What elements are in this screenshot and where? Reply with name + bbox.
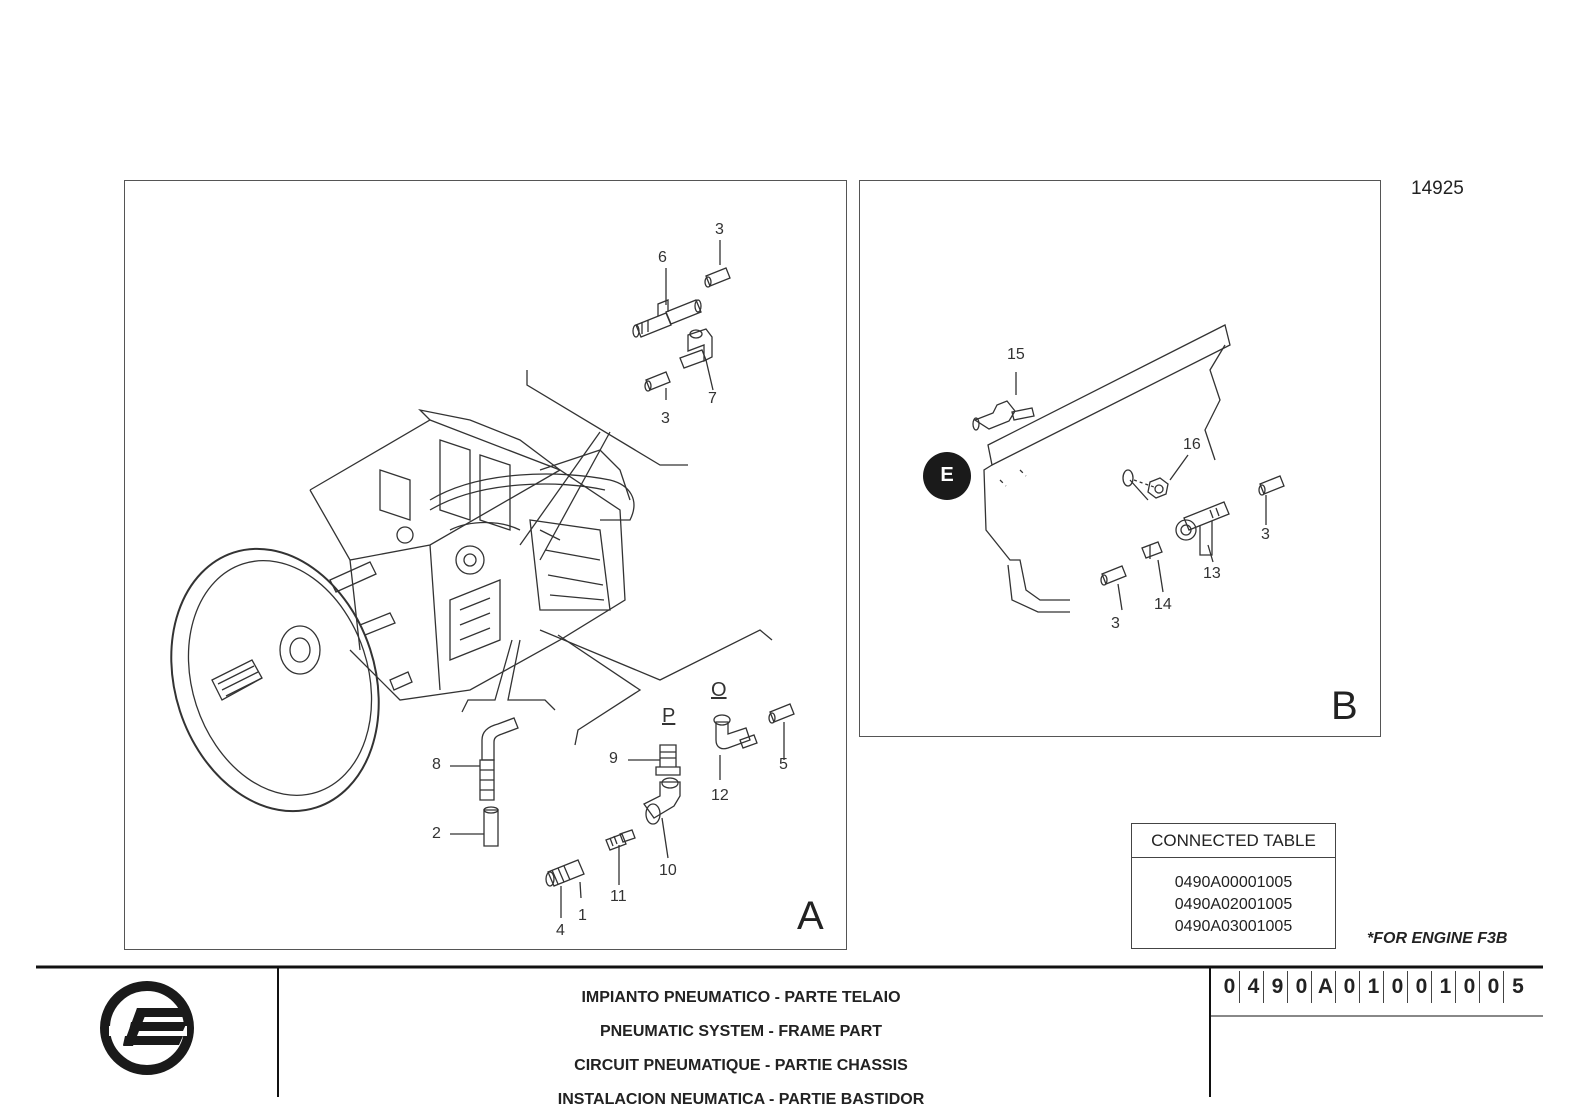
fitting-13-tee [1175,501,1230,556]
code-char: 0 [1292,971,1312,1003]
callout-6: 6 [658,249,667,266]
callout-3: 3 [1261,526,1270,543]
fitting-15-elbow [972,400,1035,431]
connected-table-item[interactable]: 0490A02001005 [1174,896,1293,913]
callout-4: 4 [556,922,565,939]
fitting-8-elbow [479,717,519,801]
connected-table-item[interactable]: 0490A03001005 [1174,918,1293,935]
code-char: 5 [1512,975,1524,998]
code-char: 1 [1364,971,1384,1003]
code-char: A [1316,971,1336,1003]
connected-table: CONNECTED TABLE 0490A00001005 0490A02001… [1131,823,1336,949]
fitting-5 [768,703,795,724]
code-char: 0 [1388,971,1408,1003]
fitting-2 [483,806,499,847]
code-char: 4 [1244,971,1264,1003]
fitting-7-elbow [679,328,713,369]
callout-5: 5 [779,756,788,773]
fitting-3-right [1258,475,1285,496]
callout-10: 10 [659,862,677,879]
code-char: 1 [1436,971,1456,1003]
code-char: 9 [1268,971,1288,1003]
callout-1: 1 [578,907,587,924]
callout-8: 8 [432,756,441,773]
e-marker: E [940,464,954,486]
fitting-12-elbow [713,714,758,750]
callout-o: O [711,679,727,701]
connected-table-item[interactable]: 0490A00001005 [1174,874,1293,891]
fitting-3-top [704,267,731,288]
drawing-number: 14925 [1411,178,1464,199]
frame-rail-drawing [983,324,1231,613]
panel-a-label: A [797,894,824,938]
callout-16: 16 [1183,436,1201,453]
engine-note: *FOR ENGINE F3B [1367,930,1508,947]
callout-3: 3 [661,410,670,427]
callout-2: 2 [432,825,441,842]
callout-11: 11 [610,888,627,905]
connected-table-header: CONNECTED TABLE [1132,824,1335,858]
callout-3: 3 [1111,615,1120,632]
panel-b-label: B [1331,684,1358,728]
callout-3: 3 [715,221,724,238]
callout-13: 13 [1203,565,1221,582]
fitting-10-elbow [643,777,681,825]
code-char: 0 [1460,971,1480,1003]
e-marker-dot [923,452,971,500]
code-char: 0 [1340,971,1360,1003]
callout-14: 14 [1154,596,1172,613]
brand-logo [100,981,194,1075]
fitting-14 [1141,541,1163,559]
fitting-11 [605,829,636,851]
gearbox-drawing [170,370,773,813]
panel-a [124,180,847,950]
code-char: 0 [1412,971,1432,1003]
callout-9: 9 [609,750,618,767]
title-line-spanish: INSTALACION NEUMATICA - PARTIE BASTIDOR [557,1091,925,1108]
fitting-9 [655,744,681,776]
code-char: 0 [1484,971,1504,1003]
fitting-1-4 [545,859,585,887]
fitting-16-nut [1122,469,1169,499]
callout-7: 7 [708,390,717,407]
title-line-french: CIRCUIT PNEUMATIQUE - PARTIE CHASSIS [574,1057,908,1074]
callout-12: 12 [711,787,729,804]
fitting-6-tee [632,299,702,338]
panel-b [859,180,1381,737]
title-line-english: PNEUMATIC SYSTEM - FRAME PART [599,1023,883,1040]
callout-p: P [662,705,676,727]
connected-table-list: 0490A00001005 0490A02001005 0490A0300100… [1132,858,1335,938]
fitting-3-mid [644,371,671,392]
callout-15: 15 [1007,346,1025,363]
code-char: 0 [1220,971,1240,1003]
fitting-3-bottom [1100,565,1127,586]
title-line-italian: IMPIANTO PNEUMATICO - PARTE TELAIO [581,989,901,1006]
